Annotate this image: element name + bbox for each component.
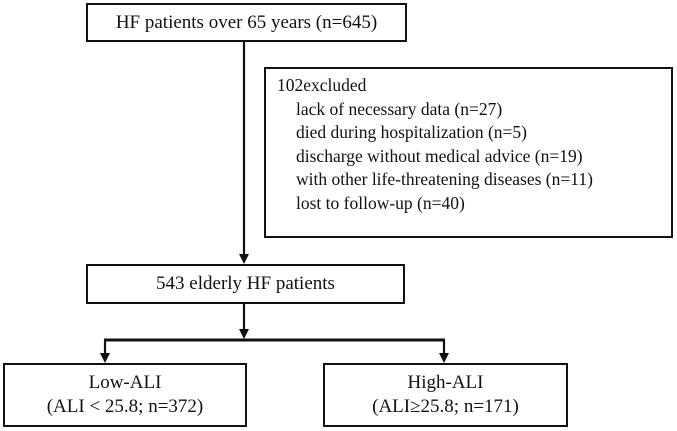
excluded-item: lack of necessary data (n=27) [296,98,503,119]
enrolled-patients-label: HF patients over 65 years (n=645) [115,11,378,33]
low-ali-group-box: Low-ALI (ALI < 25.8; n=372) [3,363,247,427]
excluded-item: with other life-threatening diseases (n=… [296,169,593,190]
excluded-heading: 102excluded [277,75,367,95]
low-ali-detail: (ALI < 25.8; n=372) [46,396,204,417]
included-patients-box: 543 elderly HF patients [86,264,405,304]
high-ali-group-box: High-ALI (ALI≥25.8; n=171) [323,363,568,427]
excluded-patients-box: 102excluded lack of necessary data (n=27… [264,67,673,238]
included-patients-label: 543 elderly HF patients [156,273,335,294]
excluded-item: lost to follow-up (n=40) [296,192,465,213]
enrolled-patients-box: HF patients over 65 years (n=645) [86,3,407,42]
high-ali-detail: (ALI≥25.8; n=171) [372,396,519,417]
high-ali-title: High-ALI [407,372,484,393]
excluded-item: died during hospitalization (n=5) [296,122,528,143]
excluded-item: discharge without medical advice (n=19) [296,145,583,166]
low-ali-title: Low-ALI [88,372,162,393]
